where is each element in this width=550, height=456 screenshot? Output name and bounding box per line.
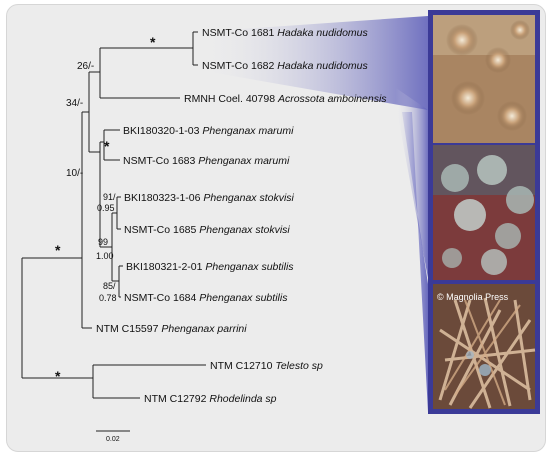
support-subtilis-a: 85/ bbox=[103, 281, 116, 291]
copyright-text: © Magnolia Press bbox=[437, 292, 509, 302]
phenganax-highlight-connector bbox=[402, 112, 428, 412]
support-outgroup: * bbox=[55, 368, 61, 384]
acrossota-photo bbox=[433, 145, 535, 280]
tip-labels: NSMT-Co 1681 Hadaka nudidomus NSMT-Co 16… bbox=[96, 27, 387, 405]
tip-label-acrossota: RMNH Coel. 40798 Acrossota amboinensis bbox=[184, 93, 387, 105]
tip-label-marumi-bki: BKI180320-1-03 Phenganax marumi bbox=[123, 125, 294, 137]
acrossota-highlight-connector bbox=[396, 88, 428, 278]
tip-label-subtilis-bki: BKI180321-2-01 Phenganax subtilis bbox=[126, 261, 294, 273]
support-stok-sub-a: 99 bbox=[98, 237, 108, 247]
scale-bar-label: 0.02 bbox=[106, 436, 120, 443]
tip-label-subtilis-nsmt: NSMT-Co 1684 Phenganax subtilis bbox=[124, 292, 288, 304]
tip-label-stokvisi-nsmt: NSMT-Co 1685 Phenganax stokvisi bbox=[124, 224, 290, 236]
support-phenganax-core: 10/- bbox=[66, 168, 83, 179]
tree-branches bbox=[21, 31, 206, 399]
tip-label-rhodelinda: NTM C12792 Rhodelinda sp bbox=[144, 393, 277, 405]
support-hadaka-acrossota: 26/- bbox=[77, 61, 94, 72]
phenganax-photo bbox=[433, 284, 536, 409]
tip-label-telesto: NTM C12710 Telesto sp bbox=[210, 360, 323, 372]
tip-label-marumi-nsmt: NSMT-Co 1683 Phenganax marumi bbox=[123, 155, 290, 167]
hadaka-highlight-connector bbox=[198, 16, 428, 110]
tip-label-stokvisi-bki: BKI180323-1-06 Phenganax stokvisi bbox=[124, 192, 295, 204]
support-upper-clade: 34/- bbox=[66, 98, 83, 109]
tip-label-parrini: NTM C15597 Phenganax parrini bbox=[96, 323, 247, 335]
node-support-values: * 26/- 34/- * 10/- 91/ 0.95 99 1.00 85/ … bbox=[55, 34, 156, 384]
photo-panel: © Magnolia Press bbox=[428, 10, 540, 414]
support-hadaka: * bbox=[150, 34, 156, 50]
support-stok-sub-b: 1.00 bbox=[96, 251, 114, 261]
support-subtilis-b: 0.78 bbox=[99, 293, 117, 303]
support-marumi: * bbox=[104, 138, 110, 154]
scale-bar: 0.02 bbox=[96, 430, 130, 443]
support-stokvisi-b: 0.95 bbox=[97, 203, 115, 213]
hadaka-photo bbox=[433, 15, 535, 143]
tip-label-hadaka-1681: NSMT-Co 1681 Hadaka nudidomus bbox=[202, 27, 369, 39]
support-stokvisi-a: 91/ bbox=[103, 192, 116, 202]
support-root: * bbox=[55, 242, 61, 258]
tip-label-hadaka-1682: NSMT-Co 1682 Hadaka nudidomus bbox=[202, 60, 369, 72]
